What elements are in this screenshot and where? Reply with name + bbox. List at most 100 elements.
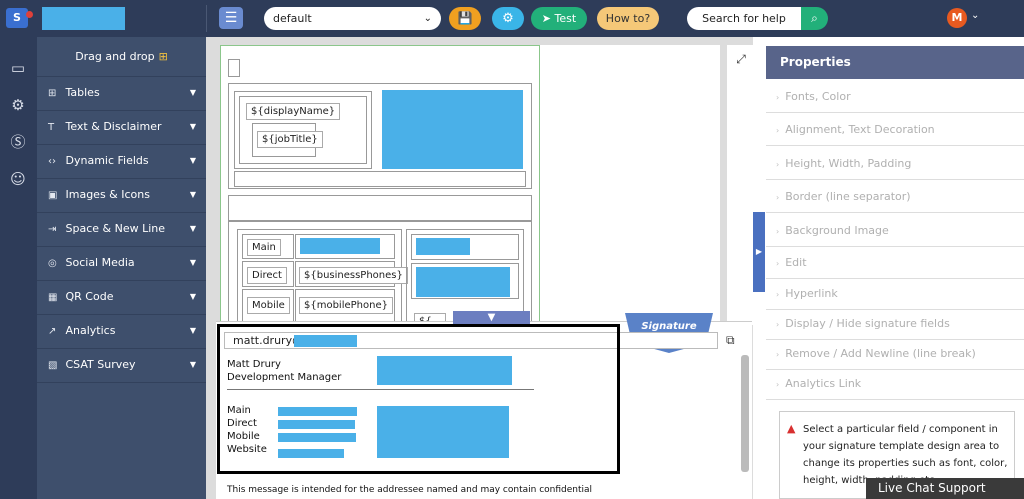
prop-label: Display / Hide signature fields [785, 317, 950, 330]
expand-icon[interactable]: ⤢ [736, 52, 746, 66]
prop-label: Alignment, Text Decoration [785, 123, 935, 136]
preview-scrollbar[interactable] [741, 355, 749, 472]
collapse-panel-button[interactable]: ▶ [753, 212, 765, 292]
avatar[interactable]: M [947, 8, 967, 28]
survey-icon: ▧ [48, 360, 58, 371]
preview-website-redacted [278, 449, 344, 458]
sidebar-item-dynamic-fields[interactable]: ‹› Dynamic Fields▼ [37, 145, 206, 179]
sidebar-item-tables[interactable]: ⊞ Tables▼ [37, 77, 206, 111]
direct-label-cell[interactable] [242, 261, 294, 287]
user-icon[interactable]: ☺ [10, 170, 26, 188]
separator-row[interactable] [234, 171, 526, 187]
mobile-label[interactable]: Mobile [247, 297, 290, 314]
spacer-row[interactable] [228, 195, 532, 221]
prop-label: Analytics Link [785, 377, 862, 390]
canvas-scrollbar[interactable] [727, 45, 753, 325]
preview-direct-redacted [278, 420, 355, 429]
direct-label[interactable]: Direct [247, 267, 287, 284]
prop-alignment[interactable]: › Alignment, Text Decoration [766, 113, 1024, 146]
right-cell-1[interactable] [411, 234, 519, 260]
sidebar-item-label: Analytics [65, 324, 116, 337]
hamburger-menu-button[interactable]: ☰ [219, 7, 243, 29]
panel-toggle-button[interactable]: ▼ [453, 311, 530, 325]
prop-analytics-link[interactable]: ›Analytics Link [766, 367, 1024, 400]
skype-icon[interactable]: Ⓢ [10, 133, 26, 151]
sidebar-item-qr-code[interactable]: ▦ QR Code▼ [37, 281, 206, 315]
sidebar-item-space-newline[interactable]: ⇥ Space & New Line▼ [37, 213, 206, 247]
caret-down-icon: ▼ [189, 292, 196, 301]
main-label[interactable]: Main [247, 239, 281, 256]
save-button[interactable]: 💾 [449, 7, 481, 30]
chevron-down-icon[interactable]: ⌄ [971, 10, 980, 21]
chevron-right-icon: › [776, 227, 780, 236]
drag-drop-header: Drag and drop⊞ [37, 37, 206, 77]
search-button[interactable]: ⌕ [801, 7, 828, 30]
prop-background-image[interactable]: ›Background Image [766, 214, 1024, 247]
live-chat-button[interactable]: Live Chat Support [866, 478, 1024, 499]
chevron-right-icon: › [776, 126, 780, 135]
test-button-label: Test [554, 12, 577, 25]
search-icon: ⌕ [811, 11, 818, 25]
main-phone-value[interactable] [300, 238, 380, 254]
template-select[interactable]: default ⌄ [264, 7, 441, 30]
header-table[interactable] [228, 83, 532, 189]
prop-border[interactable]: › Border (line separator) [766, 180, 1024, 213]
preview-label-mobile: Mobile [227, 431, 260, 442]
chevron-right-icon: › [776, 193, 780, 202]
prop-newline[interactable]: ›Remove / Add Newline (line break) [766, 337, 1024, 370]
prop-label: Border (line separator) [785, 190, 911, 203]
sidebar-item-text-disclaimer[interactable]: T Text & Disclaimer▼ [37, 111, 206, 145]
prop-hyperlink[interactable]: ›Hyperlink [766, 277, 1024, 310]
caret-down-icon: ▼ [189, 122, 196, 131]
sidebar-item-label: Dynamic Fields [65, 154, 149, 167]
business-phones-field[interactable]: ${businessPhones} [299, 267, 408, 284]
sidebar-item-social-media[interactable]: ◎ Social Media ▼ [37, 247, 206, 281]
display-name-field[interactable]: ${displayName} [246, 103, 341, 120]
job-title-field[interactable]: ${jobTitle} [257, 131, 323, 148]
preview-main-redacted [278, 407, 357, 416]
properties-header: Properties [766, 46, 1024, 79]
social-icon: ◎ [48, 258, 57, 269]
sidebar-item-csat-survey[interactable]: ▧ CSAT Survey▼ [37, 349, 206, 383]
sidebar-item-label: Social Media [65, 256, 135, 269]
test-button[interactable]: ➤ Test [531, 7, 587, 30]
icon-rail: ▭ ⚙ Ⓢ ☺ [0, 37, 37, 499]
name-inner-cell[interactable] [239, 96, 367, 164]
monitor-icon[interactable]: ▭ [10, 59, 26, 77]
sidebar-item-label: Tables [65, 86, 100, 99]
preview-separator [227, 389, 534, 390]
divider [206, 5, 207, 32]
cut-off-field[interactable]: ${... [414, 313, 447, 322]
image-icon: ▣ [48, 190, 58, 201]
prop-edit[interactable]: ›Edit [766, 246, 1024, 279]
right-value-1[interactable] [416, 238, 470, 255]
prop-display-hide[interactable]: ›Display / Hide signature fields [766, 307, 1024, 340]
sidebar-item-images-icons[interactable]: ▣ Images & Icons▼ [37, 179, 206, 213]
mobile-phone-field[interactable]: ${mobilePhone} [299, 297, 393, 314]
logo-placeholder[interactable] [382, 90, 523, 169]
settings-button[interactable]: ⚙ [492, 7, 524, 30]
drag-drop-icon: ⊞ [158, 50, 168, 63]
main-label-cell[interactable] [242, 234, 294, 259]
main-value-cell[interactable] [295, 234, 395, 259]
prop-label: Fonts, Color [785, 90, 851, 103]
signature-canvas[interactable]: ${displayName} ${jobTitle} Main Direct $… [220, 45, 720, 322]
sidebar-item-analytics[interactable]: ↗ Analytics▼ [37, 315, 206, 349]
code-icon: ‹› [48, 156, 56, 167]
prop-fonts-color[interactable]: ›Fonts, Color [766, 80, 1024, 113]
gear-icon[interactable]: ⚙ [11, 96, 25, 114]
chevron-right-icon: › [776, 160, 780, 169]
name-cell[interactable] [234, 91, 372, 169]
prop-height-width[interactable]: › Height, Width, Padding [766, 147, 1024, 180]
prop-label: Height, Width, Padding [785, 157, 912, 170]
components-sidebar: Drag and drop⊞ ⊞ Tables▼ T Text & Discla… [37, 37, 206, 499]
search-input[interactable]: Search for help [687, 7, 801, 30]
howto-button[interactable]: How to? [597, 7, 659, 30]
caret-down-icon: ▼ [189, 258, 196, 267]
right-value-2[interactable] [416, 267, 510, 297]
right-cell-2[interactable] [411, 263, 519, 299]
caret-down-icon: ▼ [189, 326, 196, 335]
open-external-icon[interactable]: ⧉ [726, 333, 735, 347]
app-logo[interactable]: S [6, 8, 33, 28]
empty-cell[interactable] [228, 59, 240, 77]
